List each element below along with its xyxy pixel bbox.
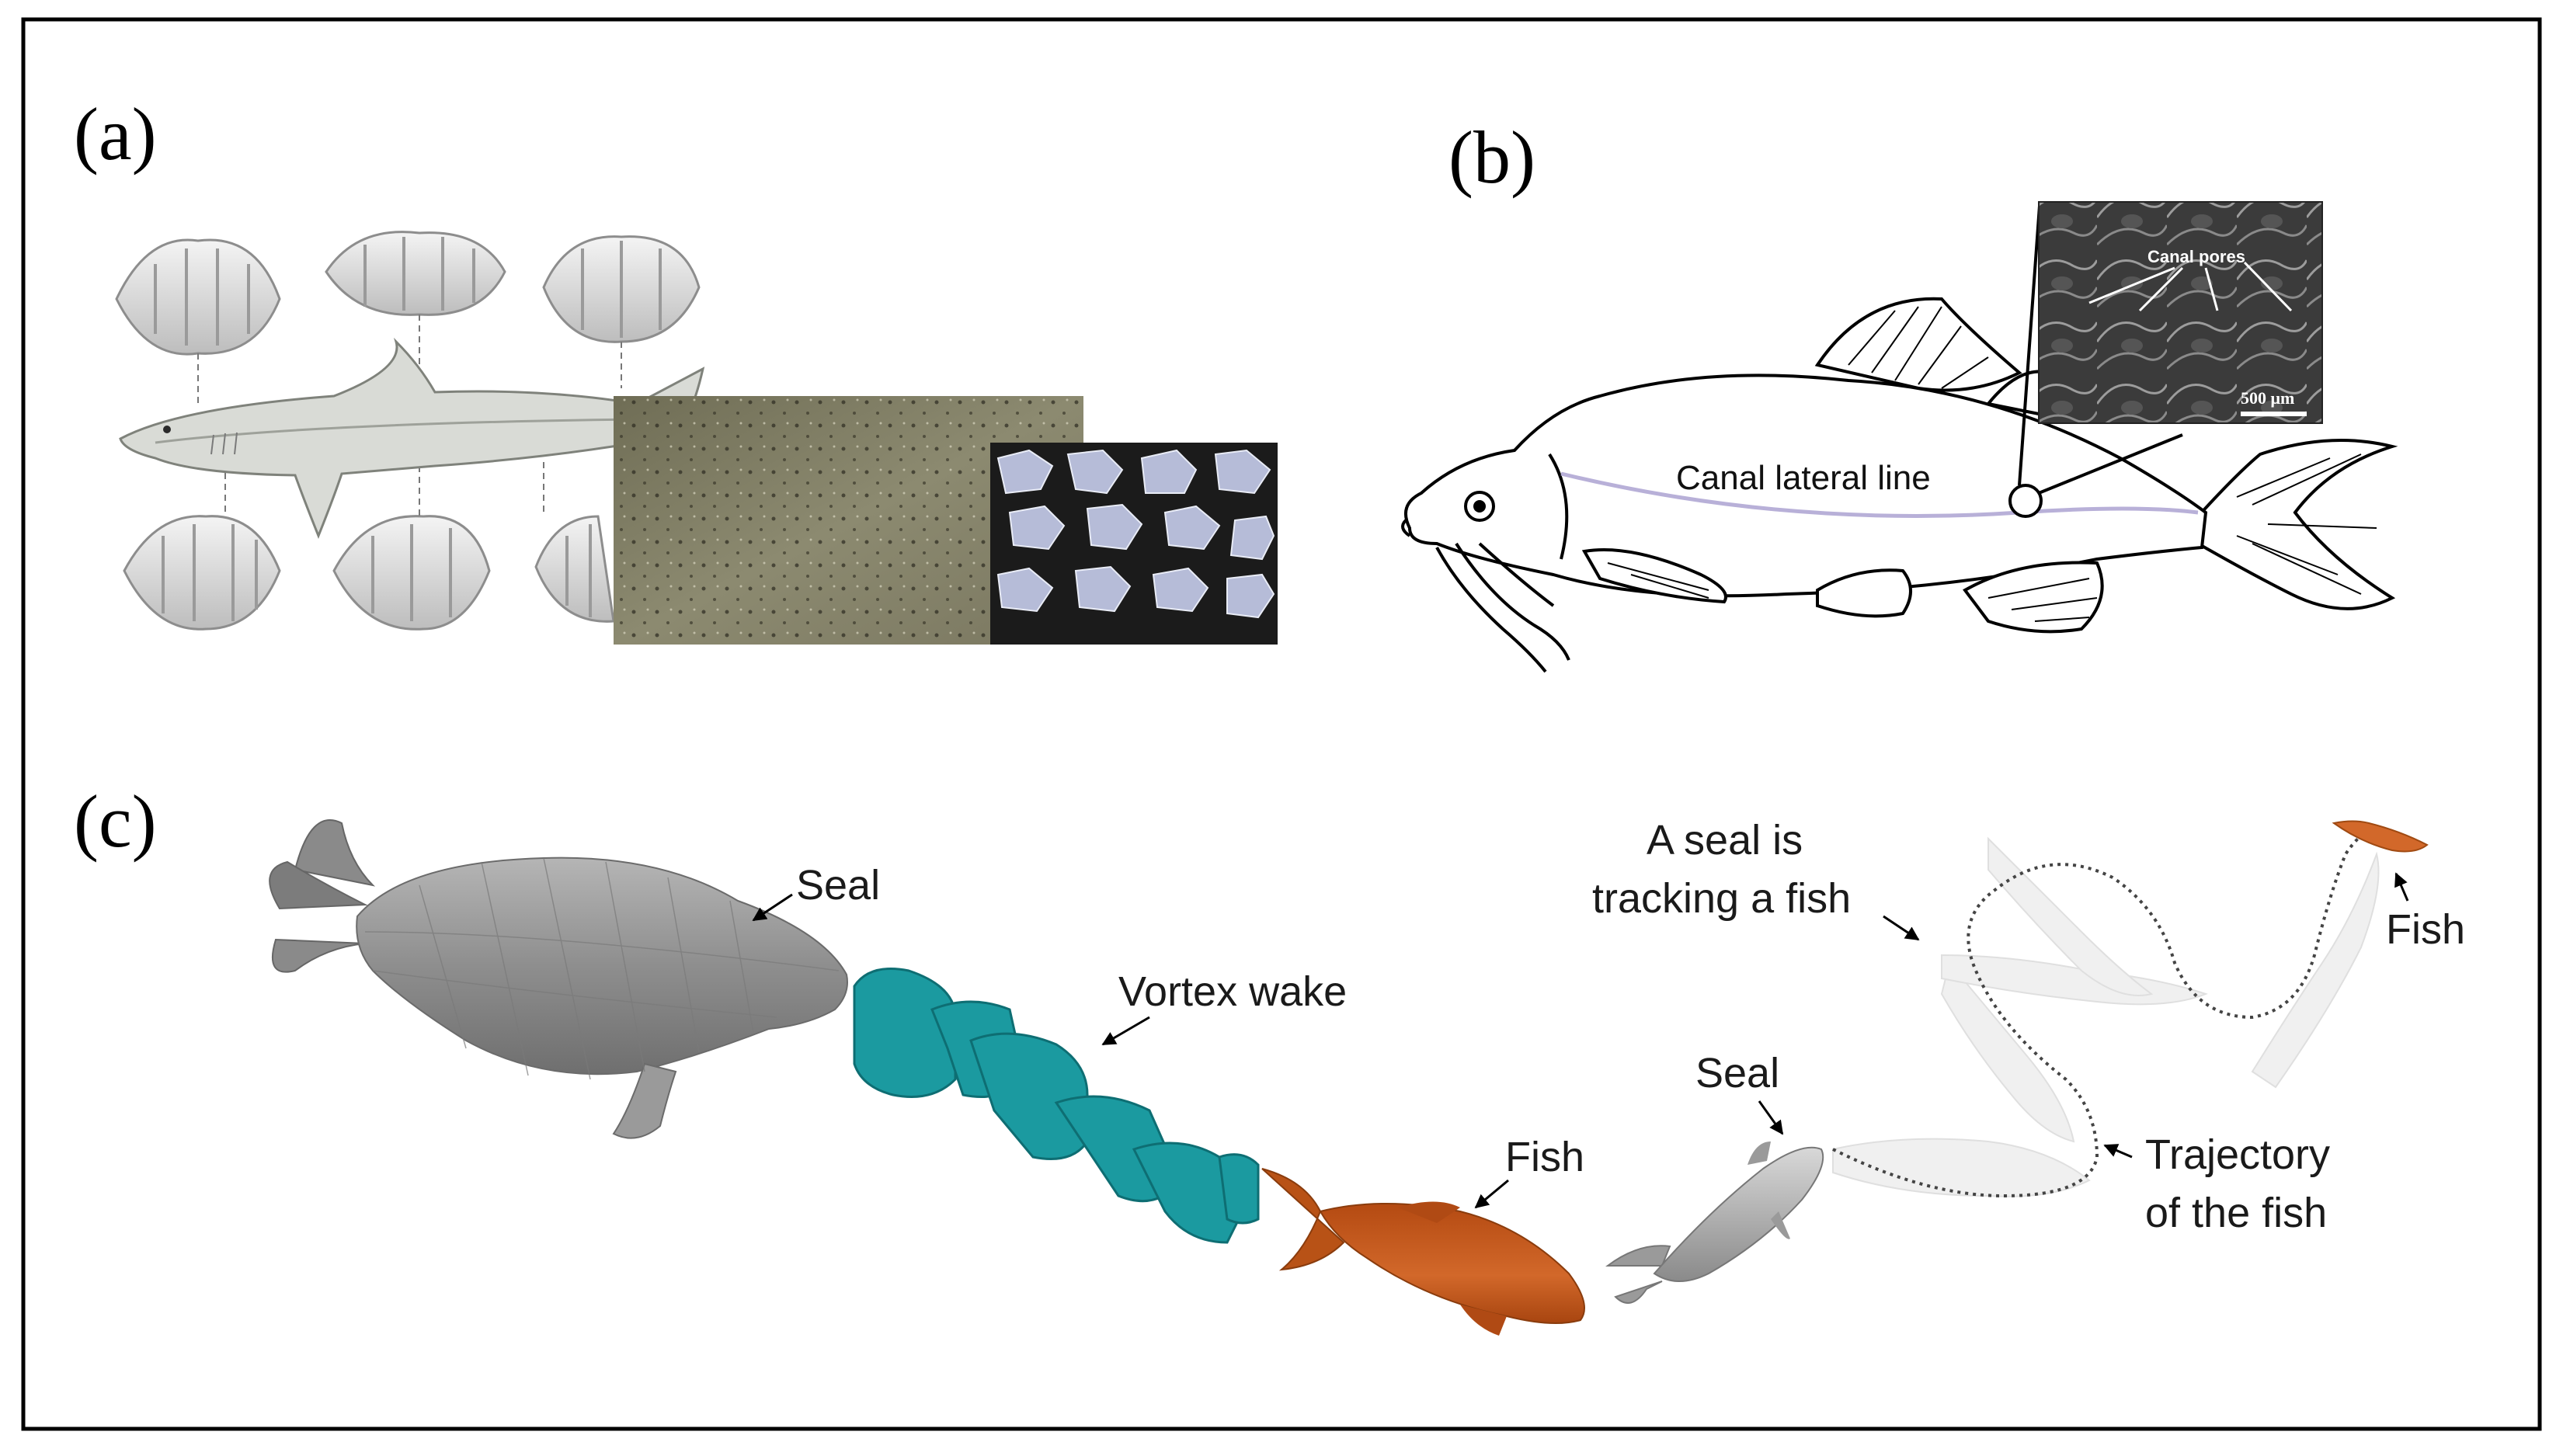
fish-model-mid bbox=[1261, 1168, 1585, 1336]
denticle bbox=[534, 515, 615, 623]
figure-frame bbox=[21, 17, 2542, 1431]
panel-a: (a) bbox=[74, 92, 1278, 645]
catfish-illustration bbox=[1401, 297, 2398, 673]
panel-b: (b) bbox=[1401, 116, 2398, 673]
seal-right-arrow bbox=[1758, 1100, 1784, 1135]
seal-right-label: Seal bbox=[1695, 1050, 1779, 1096]
fish-mid-arrow bbox=[1474, 1179, 1509, 1209]
fish-body bbox=[1319, 1203, 1585, 1324]
seal-left-label: Seal bbox=[796, 862, 880, 909]
fish-right-label: Fish bbox=[2386, 906, 2465, 953]
catfish-body bbox=[1404, 374, 2208, 598]
lateral-line-label: Canal lateral line bbox=[1676, 459, 1931, 497]
catfish-fin-rays bbox=[1607, 306, 2377, 622]
guide-lines bbox=[197, 314, 622, 516]
scale-bar bbox=[2241, 412, 2307, 416]
trajectory-label-line1: Trajectory bbox=[2145, 1131, 2330, 1178]
denticle bbox=[325, 231, 506, 316]
scale-bar-label: 500 μm bbox=[2241, 388, 2294, 408]
panel-b-label: (b) bbox=[1448, 116, 1535, 199]
trajectory-label-line2: of the fish bbox=[2145, 1190, 2327, 1236]
panel-a-label: (a) bbox=[74, 92, 157, 175]
seal-model-right bbox=[1605, 1142, 1824, 1304]
vortex-wake-label: Vortex wake bbox=[1118, 968, 1347, 1015]
tracking-label-line2: tracking a fish bbox=[1592, 875, 1851, 922]
seal-right-body bbox=[1653, 1146, 1824, 1282]
denticle bbox=[115, 238, 281, 356]
tracking-arrow bbox=[1883, 915, 1920, 941]
denticle-micrograph bbox=[990, 443, 1278, 645]
seal-body bbox=[356, 857, 848, 1075]
ghost-animals bbox=[1832, 836, 2380, 1197]
fish-right-arrow bbox=[2394, 872, 2409, 902]
panel-c: (c) Seal Vortex wake bbox=[74, 780, 2465, 1336]
fish-mid-label: Fish bbox=[1505, 1134, 1584, 1180]
shark-eye bbox=[163, 426, 171, 433]
trajectory-arrow bbox=[2103, 1144, 2133, 1159]
fish-model-right bbox=[2332, 820, 2429, 853]
seal-left-arrow bbox=[752, 893, 793, 922]
sem-inset: Canal pores 500 μm bbox=[2038, 201, 2323, 424]
vortex-wake-arrow bbox=[1101, 1016, 1150, 1046]
denticle-illustrations bbox=[115, 231, 701, 631]
canal-pores-label: Canal pores bbox=[2147, 247, 2245, 266]
tracking-label-line1: A seal is bbox=[1647, 817, 1803, 864]
pore-marker bbox=[2008, 484, 2043, 518]
seal-model-left bbox=[269, 819, 848, 1139]
vortex-wake bbox=[853, 968, 1260, 1244]
lateral-line bbox=[1560, 471, 2199, 518]
panel-c-label: (c) bbox=[74, 780, 157, 863]
